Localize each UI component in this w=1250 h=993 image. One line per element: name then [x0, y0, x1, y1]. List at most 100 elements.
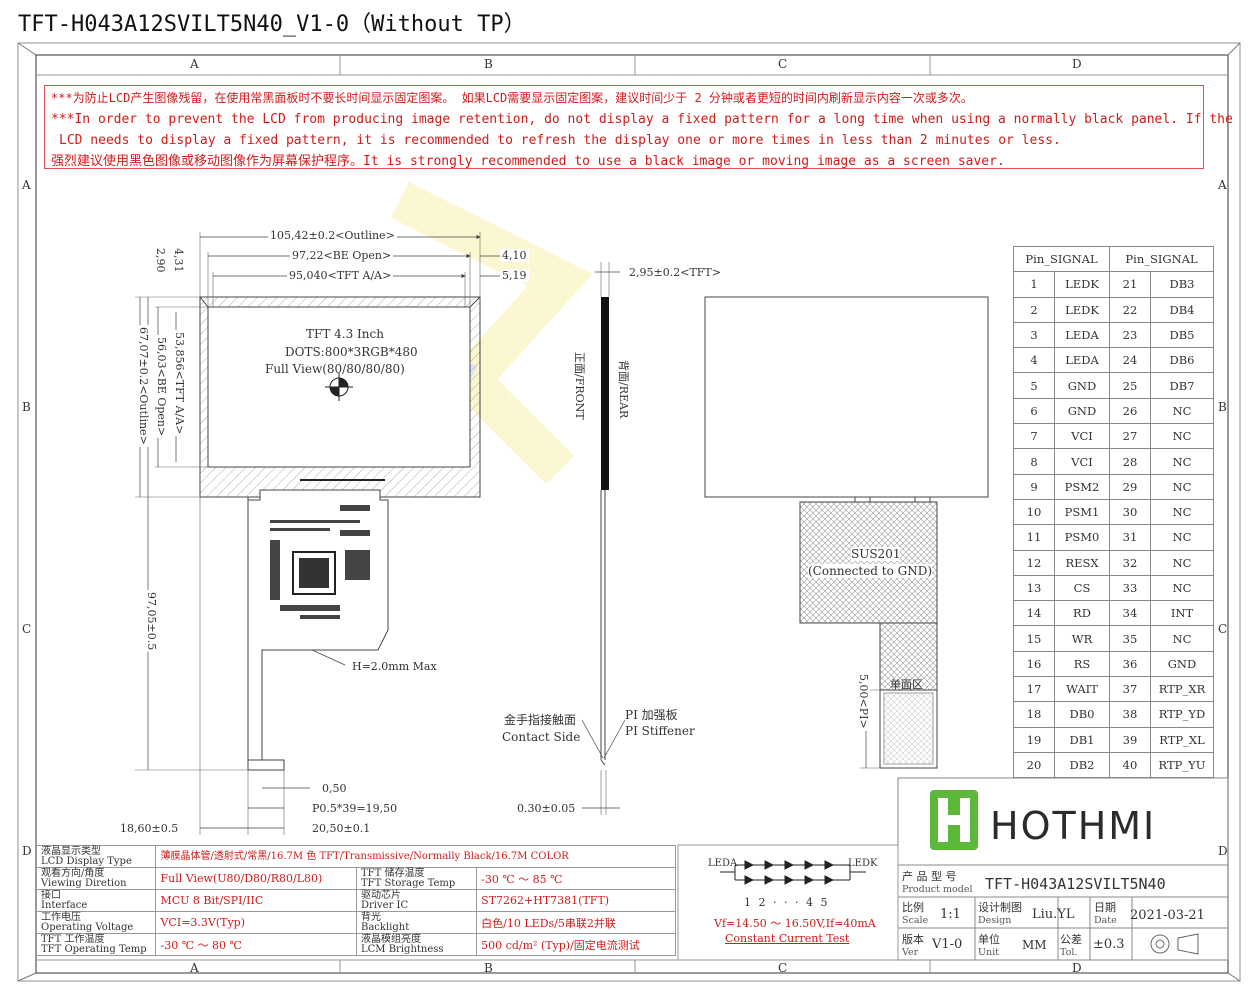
dim-outline-width: 105,42±0.2<Outline> [268, 229, 397, 242]
pin-signal: DB0 [1054, 701, 1110, 728]
pin-number: 3 [1013, 321, 1055, 349]
pin-number: 8 [1013, 448, 1055, 475]
front-side-label: 正面/FRONT [572, 350, 588, 422]
pin-signal: LEDA [1054, 347, 1110, 374]
pin-signal: INT [1150, 600, 1214, 627]
pin-number: 22 [1109, 296, 1151, 323]
gold-finger-en: Contact Side [502, 730, 581, 744]
spec-value-cell: 薄膜晶体管/透射式/常黑/16.7M 色 TFT/Transmissive/No… [155, 845, 676, 868]
pin-number: 29 [1109, 473, 1151, 500]
height-max-label: H=2.0mm Max [352, 660, 437, 673]
spec-value: MCU 8 Bit/SPI/IIC [160, 894, 264, 907]
zone-right-a: A [1218, 178, 1227, 192]
pin-signal: DB5 [1150, 321, 1214, 349]
design-value: Liu.YL [1032, 907, 1075, 922]
pin-signal: DB4 [1150, 296, 1214, 323]
dim-total-height: 97,05±0.5 [145, 590, 158, 653]
pin-number: 20 [1013, 751, 1055, 779]
warning-line-3: LCD needs to display a fixed pattern, it… [59, 133, 1061, 148]
zone-left-d: D [22, 844, 32, 858]
pin-number: 34 [1109, 600, 1151, 627]
pin-number: 23 [1109, 321, 1151, 349]
zone-left-b: B [22, 400, 31, 414]
led-test: Constant Current Test [725, 932, 850, 945]
pin-number: 2 [1013, 296, 1055, 323]
pin-header-right: Pin_SIGNAL [1109, 245, 1214, 273]
pin-signal: NC [1150, 625, 1214, 652]
version-en: Ver [902, 947, 919, 958]
unit-cn: 单位 [978, 933, 1000, 946]
spec-value: 薄膜晶体管/透射式/常黑/16.7M 色 TFT/Transmissive/No… [160, 850, 569, 862]
pin-signal: RS [1054, 650, 1110, 678]
spec-key-cn: TFT 工作温度 [41, 933, 105, 945]
pin-signal: RTP_YD [1150, 701, 1214, 728]
zone-bottom-b: B [484, 961, 493, 975]
pin-number: 18 [1013, 701, 1055, 728]
spec-key-en: TFT Operating Temp [41, 943, 147, 955]
spec-key-en: TFT Storage Temp [361, 877, 456, 889]
pin-number: 36 [1109, 650, 1151, 678]
pin-number: 16 [1013, 650, 1055, 678]
pin-signal: RD [1054, 600, 1110, 627]
zone-right-c: C [1218, 622, 1228, 636]
pin-signal: NC [1150, 397, 1214, 425]
pin-signal: GND [1150, 650, 1214, 678]
pin-number: 6 [1013, 397, 1055, 425]
dim-410: 4,10 [500, 249, 529, 262]
pin-signal: LEDK [1054, 271, 1110, 298]
zone-left-a: A [22, 178, 31, 192]
zone-bottom-d: D [1072, 961, 1082, 975]
pin-signal: RTP_XL [1150, 726, 1214, 753]
pin-number: 19 [1013, 726, 1055, 753]
dim-be-height: 56,03<BE Open> [155, 335, 168, 439]
pin-number: 9 [1013, 473, 1055, 500]
pin-signal: RTP_YU [1150, 751, 1214, 779]
spec-value-cell: -30 ℃ ～ 85 ℃ [476, 867, 676, 890]
spec-key-en: Viewing Diretion [41, 877, 127, 889]
spec-key-cn: TFT 储存温度 [361, 867, 425, 879]
pin-signal: NC [1150, 423, 1214, 450]
spec-key-cn: 观看方向/角度 [41, 867, 105, 879]
pin-number: 17 [1013, 676, 1055, 703]
spec-key-cn: 工作电压 [41, 911, 81, 923]
design-en: Design [978, 915, 1012, 926]
spec-key-en: Backlight [361, 921, 410, 933]
tolerance-value: ±0.3 [1093, 937, 1125, 952]
pin-signal: LEDA [1054, 321, 1110, 349]
pin-number: 7 [1013, 423, 1055, 450]
zone-left-c: C [22, 622, 32, 636]
gold-finger-cn: 金手指接触面 [504, 713, 577, 727]
spec-key-cn: 接口 [41, 889, 61, 901]
spec-value: Full View(U80/D80/R80/L80) [160, 872, 323, 885]
spec-key-cn: 液晶显示类型 [41, 845, 101, 857]
pin-number: 26 [1109, 397, 1151, 425]
led-condition: Vf=14.50 ～ 16.50V,If=40mA [714, 917, 876, 930]
pin-number: 35 [1109, 625, 1151, 652]
zone-top-b: B [484, 57, 493, 71]
pin-signal: DB1 [1054, 726, 1110, 753]
panel-size-label: TFT 4.3 Inch [306, 327, 384, 341]
product-model-en: Product model [902, 884, 973, 895]
